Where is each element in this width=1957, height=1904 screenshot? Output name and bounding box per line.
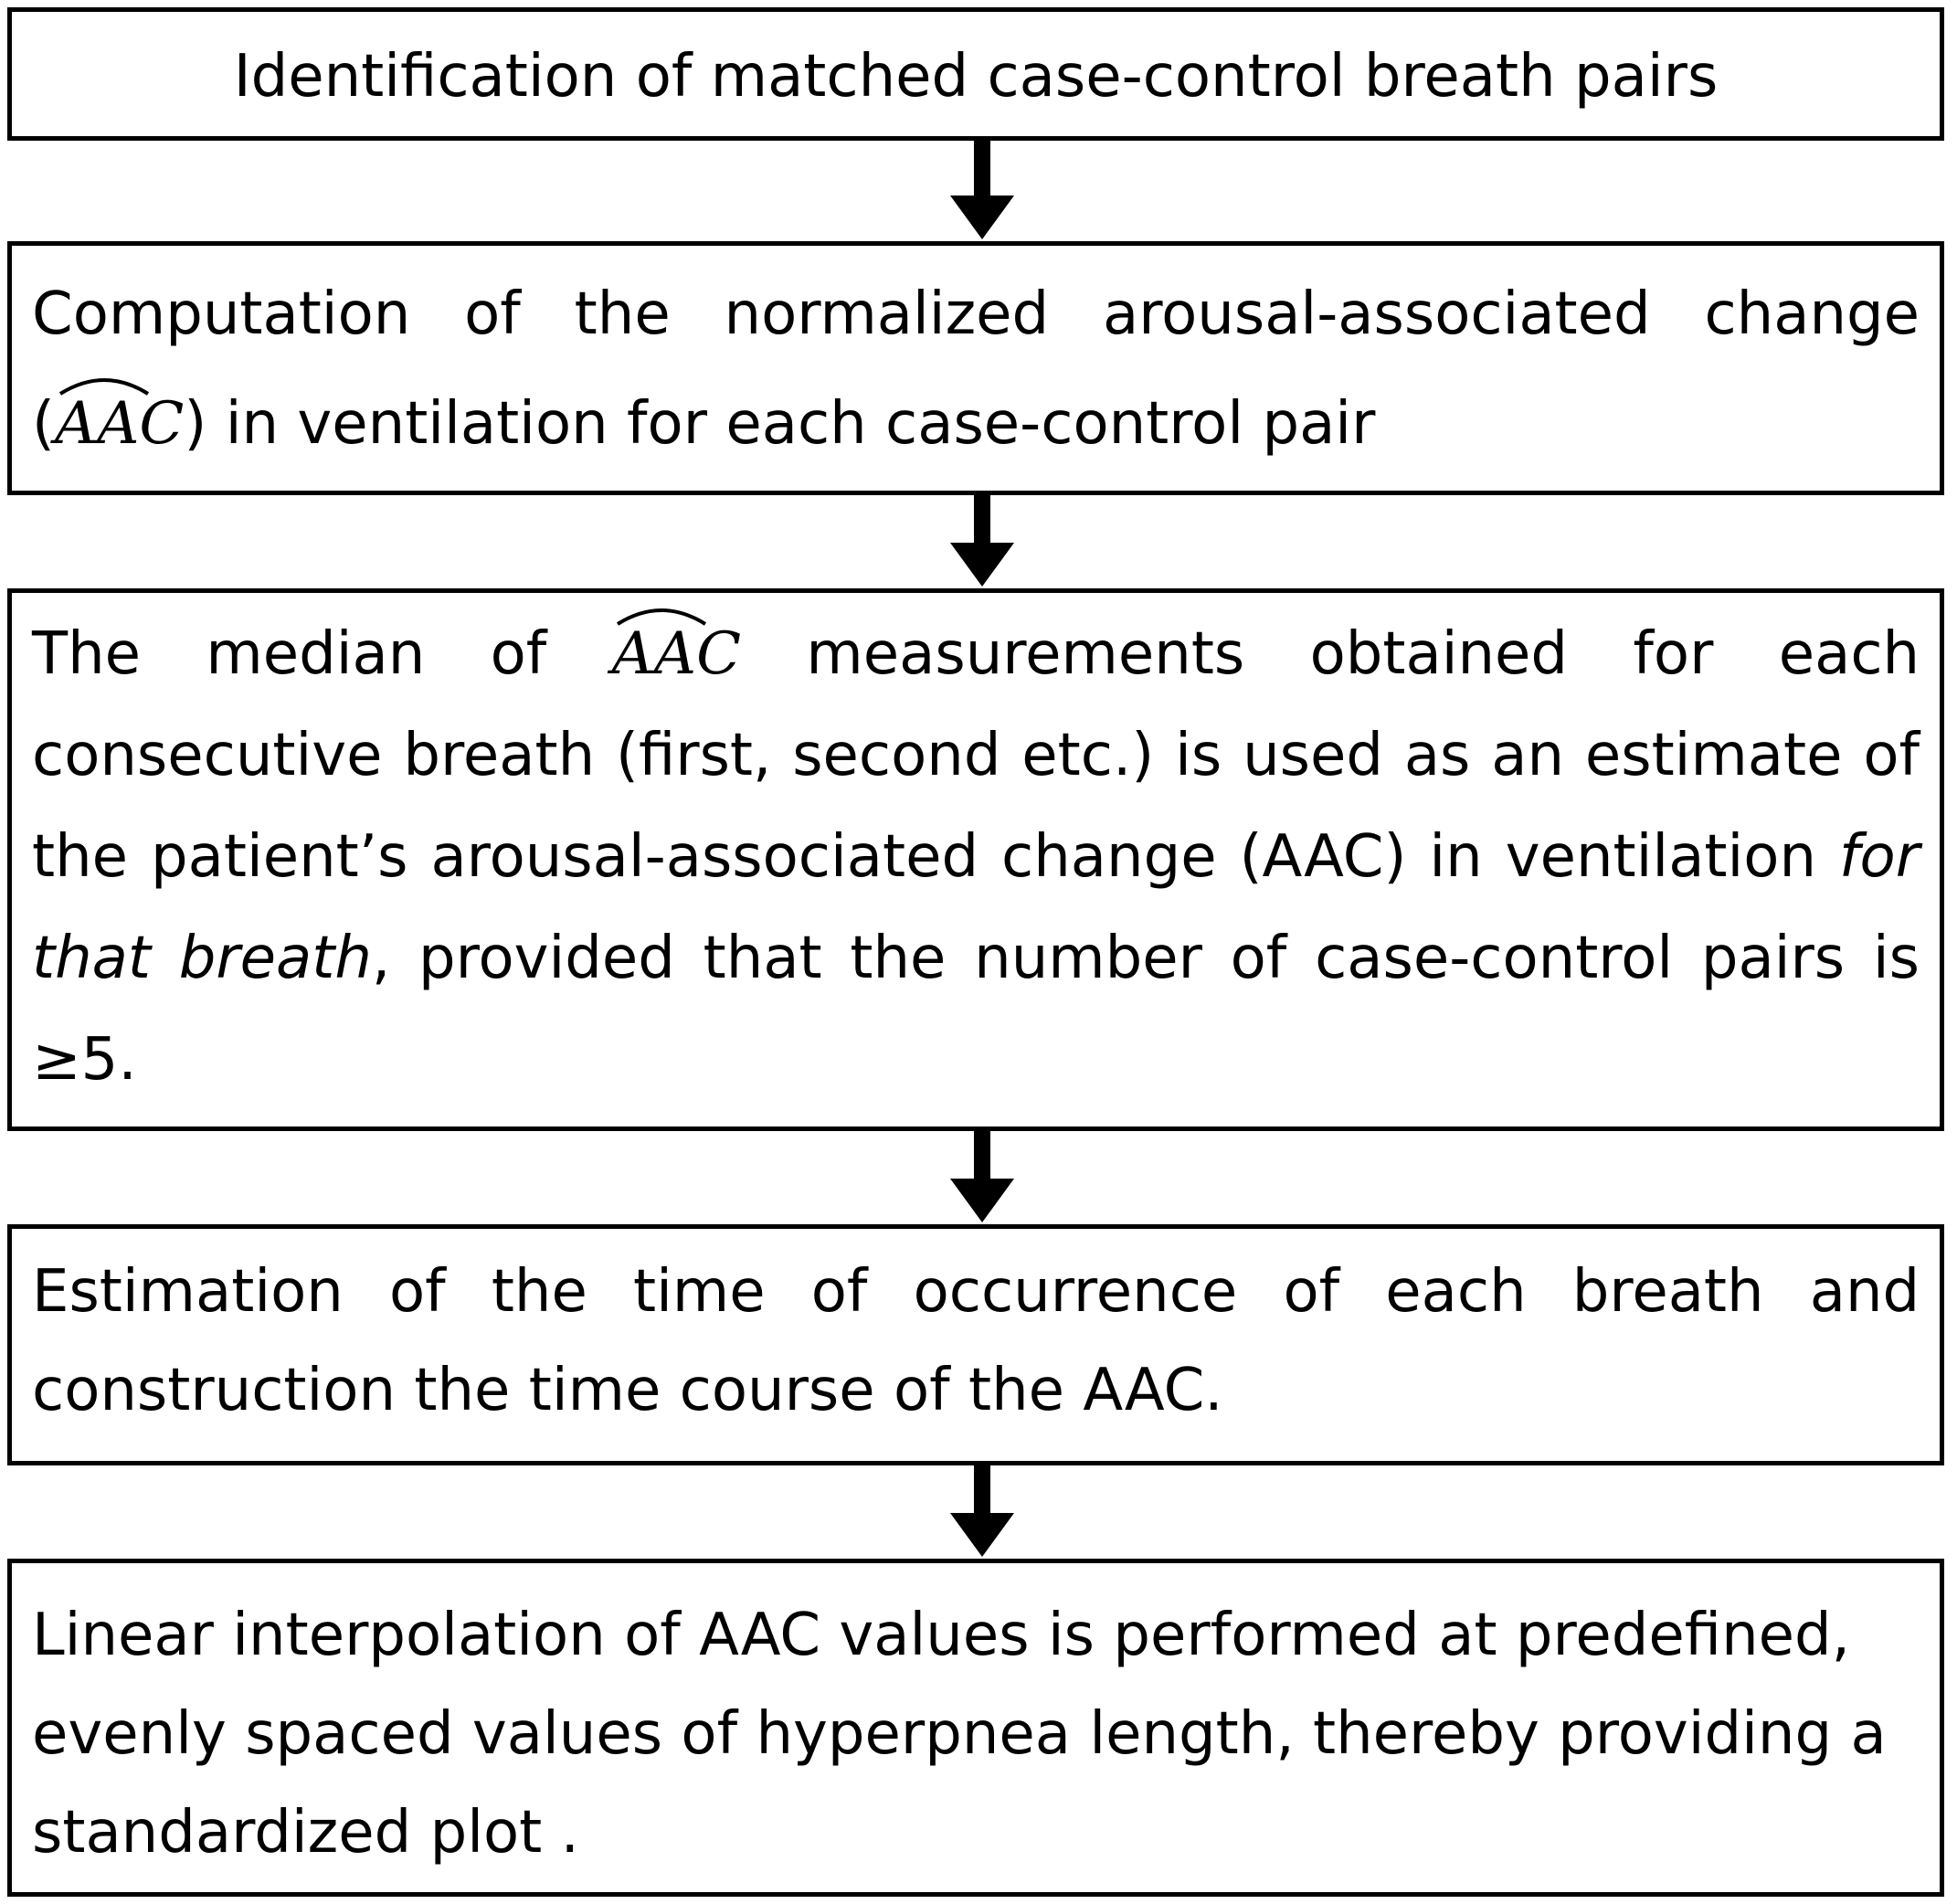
step-3-word: each — [1778, 620, 1920, 688]
step-2-line-2-rest: ) in ventilation for each case-control p… — [184, 390, 1376, 458]
step-4-box: Estimation of the time of occurrence of … — [7, 1224, 1944, 1465]
step-3-line-4: that breath, provided that the number of… — [32, 925, 1920, 992]
step-4-line-1: Estimation of the time of occurrence of … — [32, 1258, 1920, 1326]
arrow-1-to-2 — [950, 141, 1014, 239]
aac-hat-symbol: AAC — [54, 378, 185, 458]
step-4-word: each — [1385, 1258, 1527, 1326]
step-3-line-3-plain: the patient’s arousal-associated change … — [32, 823, 1817, 891]
step-5-line-1: Linear interpolation of AAC values is pe… — [32, 1602, 1850, 1669]
aac-hat-label: AAC — [611, 620, 742, 688]
step-3-word: for — [1633, 620, 1714, 688]
step-2-word: arousal-associated — [1103, 280, 1651, 348]
step-2-word: Computation — [32, 280, 411, 348]
step-3-line-4-rest: , provided that the number of case-contr… — [371, 925, 1920, 992]
step-4-line-2: construction the time course of the AAC. — [32, 1357, 1223, 1424]
aac-hat-symbol: AAC — [611, 608, 742, 688]
step-3-word: median — [206, 620, 426, 688]
step-4-word: Estimation — [32, 1258, 344, 1326]
step-3-line-1: The median of AAC measurements obtained … — [32, 608, 1920, 688]
step-3-word: of — [490, 620, 547, 688]
step-4-word: occurrence — [913, 1258, 1238, 1326]
step-3-line-3: the patient’s arousal-associated change … — [32, 823, 1920, 891]
step-1-box: Identification of matched case-control b… — [7, 7, 1944, 141]
hat-accent-icon — [616, 608, 706, 626]
arrow-4-to-5 — [950, 1465, 1014, 1557]
step-2-line-2: (AAC) in ventilation for each case-contr… — [32, 378, 1920, 458]
step-5-line-2: evenly spaced values of hyperpnea length… — [32, 1700, 1887, 1768]
step-4-word: and — [1809, 1258, 1920, 1326]
step-2-box: Computation of the normalized arousal-as… — [7, 241, 1944, 495]
step-2-line-1: Computation of the normalized arousal-as… — [32, 280, 1920, 348]
step-2-word: normalized — [724, 280, 1050, 348]
step-2-word: of — [464, 280, 521, 348]
step-3-word: The — [32, 620, 142, 688]
hat-accent-icon — [58, 378, 150, 396]
aac-hat-label: AAC — [54, 390, 185, 458]
step-4-word: of — [388, 1258, 446, 1326]
step-5-line-3: standardized plot . — [32, 1799, 579, 1867]
step-2-word: change — [1704, 280, 1920, 348]
step-4-word: time — [633, 1258, 766, 1326]
arrow-3-to-4 — [950, 1131, 1014, 1222]
step-3-line-2: consecutive breath (first, second etc.) … — [32, 722, 1920, 789]
step-4-word: breath — [1571, 1258, 1764, 1326]
step-3-word: obtained — [1309, 620, 1569, 688]
step-4-word: of — [1283, 1258, 1340, 1326]
step-1-text: Identification of matched case-control b… — [233, 43, 1719, 111]
step-4-word: the — [491, 1258, 587, 1326]
step-4-word: of — [810, 1258, 868, 1326]
step-2-word: the — [574, 280, 671, 348]
step-3-line-4-italic: that breath — [32, 925, 372, 992]
step-3-box: The median of AAC measurements obtained … — [7, 588, 1944, 1131]
open-paren: ( — [32, 390, 55, 458]
step-3-word: measurements — [806, 620, 1245, 688]
step-5-box: Linear interpolation of AAC values is pe… — [7, 1559, 1944, 1897]
step-3-line-5: ≥5. — [32, 1026, 137, 1094]
arrow-2-to-3 — [950, 495, 1014, 587]
step-3-line-3-italic: for — [1839, 823, 1920, 891]
